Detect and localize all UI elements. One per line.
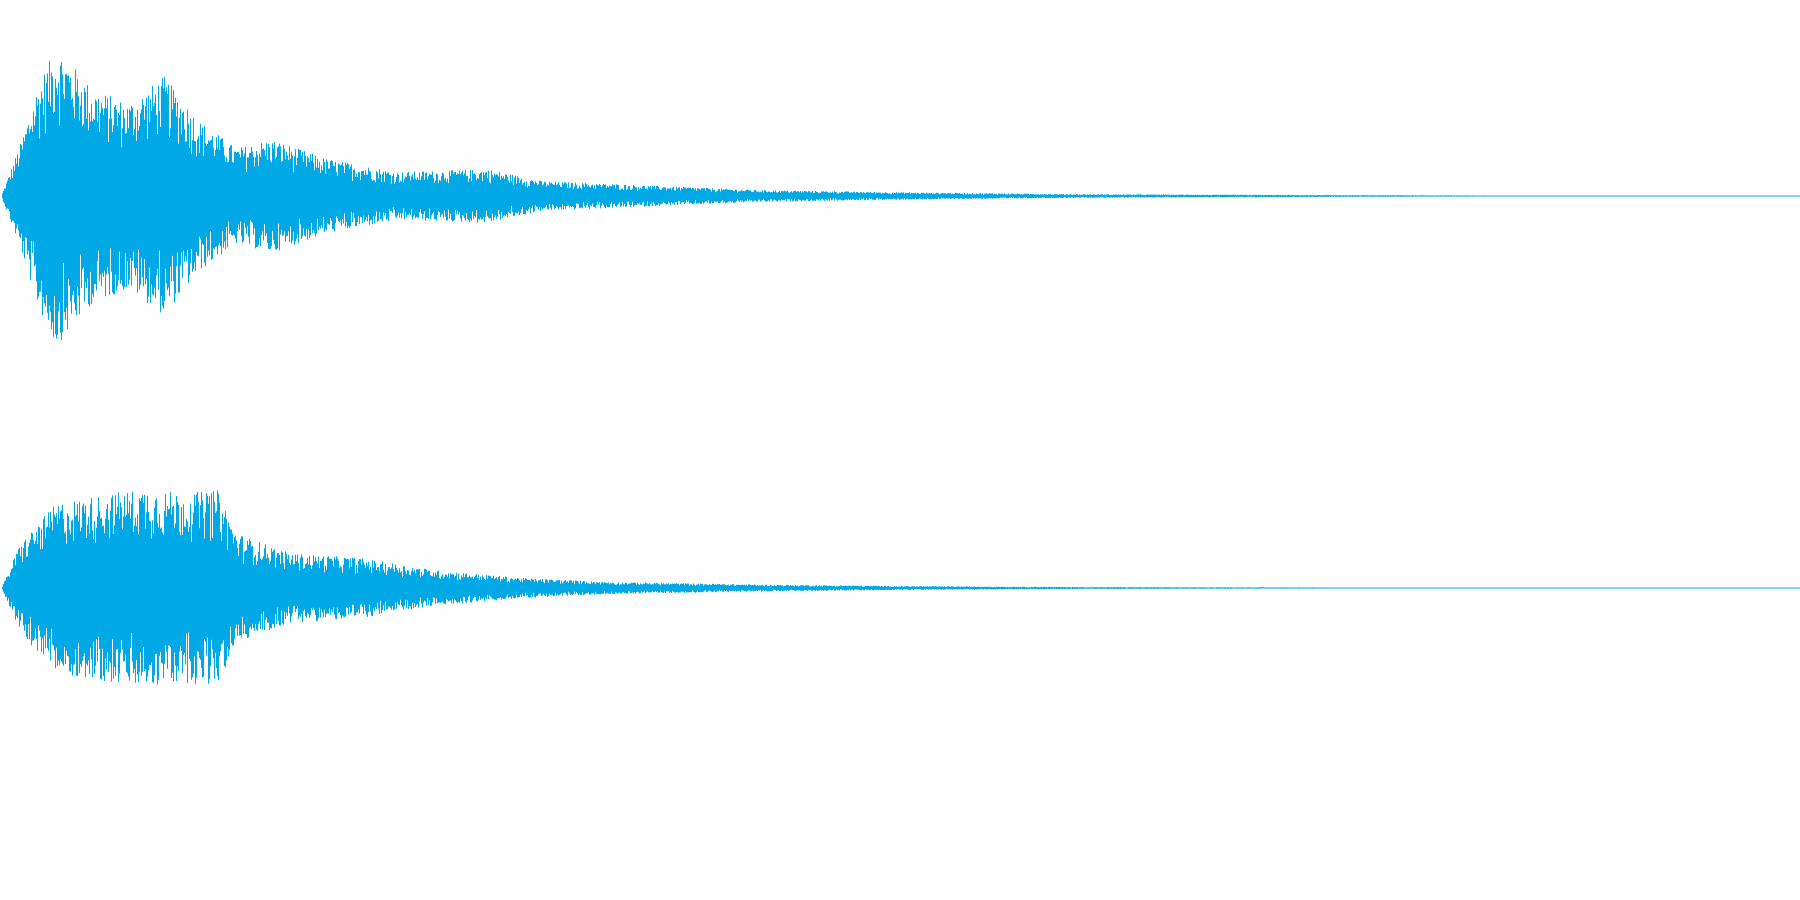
waveform-lower (2, 490, 1752, 685)
channel-lower (2, 490, 1800, 685)
waveform-upper (2, 60, 1756, 340)
channel-upper (2, 60, 1800, 340)
